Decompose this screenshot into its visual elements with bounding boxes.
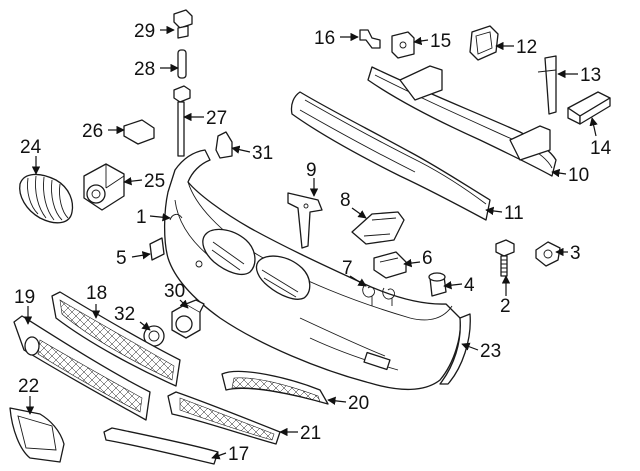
clip-nut-15-part: [391, 31, 415, 59]
callout-12: 12: [516, 37, 537, 58]
callout-14: 14: [590, 138, 612, 159]
leader-20: [327, 396, 347, 406]
mount-bracket-9-part: [287, 192, 323, 249]
bolt-27-part: [173, 85, 191, 157]
callout-20: 20: [348, 393, 369, 414]
lower-frame-19-part: [13, 315, 151, 421]
cover-6-part: [373, 251, 407, 279]
callout-18: 18: [86, 283, 107, 304]
callout-28: 28: [134, 59, 155, 80]
plate-5-part: [149, 237, 165, 261]
callout-26: 26: [82, 121, 103, 142]
leader-31: [231, 145, 251, 154]
callout-9: 9: [306, 160, 317, 181]
callout-22: 22: [18, 376, 39, 397]
kidney-grille-24-part: [19, 173, 74, 224]
callout-27: 27: [206, 108, 227, 129]
leader-25: [123, 176, 143, 186]
foam-block-14-part: [567, 91, 611, 125]
energy-absorber-part: [290, 91, 491, 221]
leader-lines: [23, 25, 598, 460]
callout-10: 10: [568, 165, 589, 186]
callout-15: 15: [430, 31, 451, 52]
leader-7: [349, 275, 367, 287]
leader-6: [403, 258, 421, 268]
leader-32: [139, 321, 151, 331]
leader-30: [179, 299, 189, 309]
leader-23: [461, 342, 479, 351]
screw-29-part: [173, 9, 193, 39]
callout-30: 30: [164, 281, 185, 302]
callout-labels: 29 28 27 26 31 25 24 1 5 9 8 6 7 4 2 3 1…: [14, 21, 612, 465]
callout-25: 25: [144, 171, 165, 192]
callout-17: 17: [228, 444, 249, 465]
leader-11: [485, 206, 503, 216]
callout-13: 13: [580, 65, 601, 86]
callout-8: 8: [340, 190, 351, 211]
plate-bracket-22-part: [9, 407, 65, 463]
park-sensor-30-part: [171, 299, 205, 339]
nut-3-part: [535, 241, 561, 267]
callout-21: 21: [300, 423, 321, 444]
leader-1: [149, 213, 171, 222]
air-guide-8-part: [351, 211, 405, 245]
sensor-25-part: [83, 163, 125, 211]
strip-13-part: [537, 55, 557, 115]
callout-31: 31: [252, 143, 273, 164]
leader-14: [589, 117, 598, 137]
callout-16: 16: [314, 28, 335, 49]
callout-29: 29: [134, 21, 155, 42]
bushing-4-part: [428, 272, 447, 297]
bent-bracket-16-part: [359, 29, 381, 49]
leader-15: [413, 36, 429, 46]
leader-4: [443, 280, 463, 290]
spring-clip-7-part: [362, 285, 395, 306]
leader-17: [211, 451, 227, 460]
pin-28-part: [177, 49, 187, 79]
leader-10: [551, 168, 567, 178]
bracket-12-part: [469, 25, 499, 61]
bumper-cover-part: [163, 149, 461, 391]
leader-8: [351, 207, 367, 219]
lower-strip-17-part: [103, 427, 219, 465]
bolt-2-part: [495, 239, 515, 277]
callout-3: 3: [570, 243, 581, 264]
callout-6: 6: [422, 248, 433, 269]
grille-insert-20-part: [221, 370, 329, 405]
callout-4: 4: [464, 275, 475, 296]
bracket-31-part: [215, 131, 233, 159]
callout-2: 2: [500, 296, 511, 317]
callout-5: 5: [116, 248, 127, 269]
callout-7: 7: [342, 258, 353, 279]
center-grille-18-part: [51, 291, 181, 387]
callout-32: 32: [114, 304, 135, 325]
callout-23: 23: [480, 341, 501, 362]
side-trim-23-part: [439, 313, 471, 385]
leader-5: [131, 251, 151, 260]
callout-19: 19: [14, 287, 35, 308]
callout-24: 24: [20, 137, 42, 158]
clip-26-part: [123, 119, 155, 145]
callout-11: 11: [504, 203, 524, 224]
callout-1: 1: [136, 207, 147, 228]
grille-insert-21-part: [167, 391, 281, 445]
